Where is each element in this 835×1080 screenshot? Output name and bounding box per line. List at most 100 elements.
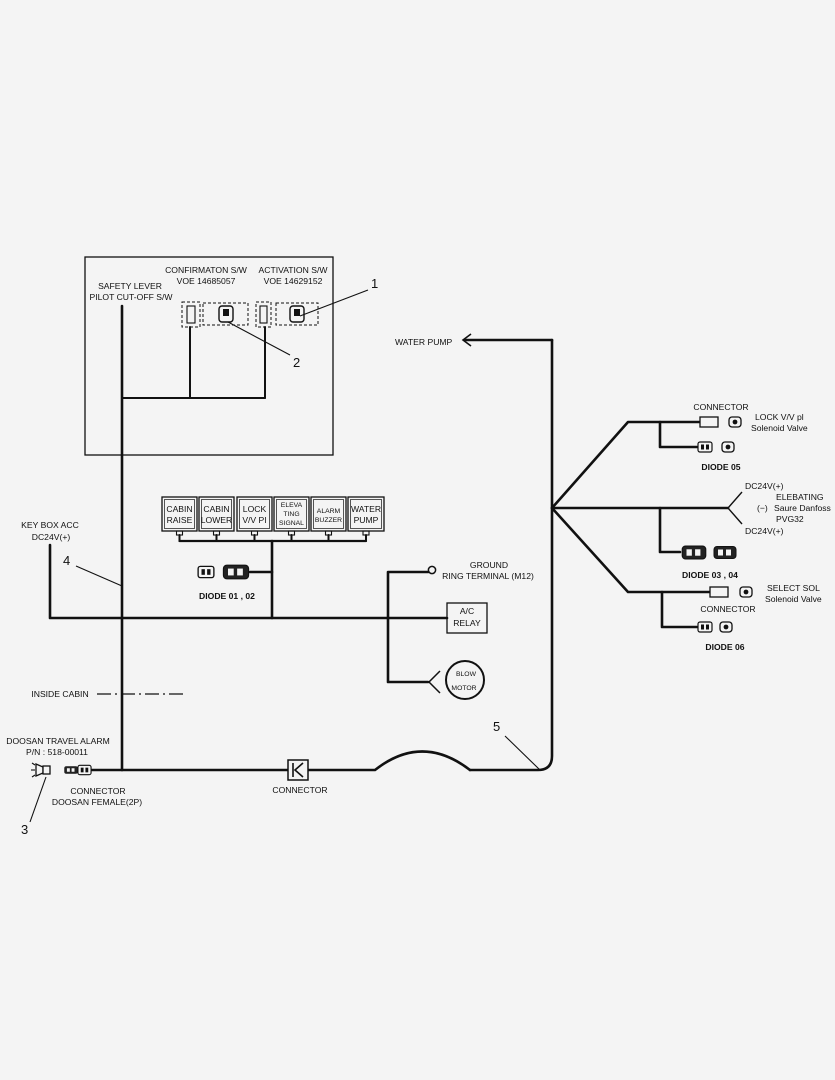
relay-label: WATER (351, 504, 381, 514)
travel-alarm-connector-type: DOOSAN FEMALE(2P) (52, 797, 142, 807)
relay-label: ELEVA (281, 502, 303, 509)
diode-06-icon (719, 621, 733, 633)
diode-01-icon (197, 565, 215, 579)
relay-label: LOCK (243, 504, 267, 514)
diode-03-04-label: DIODE 03 , 04 (682, 570, 738, 580)
elevating-supply-bottom: DC24V(+) (745, 526, 784, 536)
callout-2-leader (227, 321, 291, 356)
relay-label: CABIN (203, 504, 229, 514)
elevating-supply-top: DC24V(+) (745, 481, 784, 491)
diode-06-label: DIODE 06 (705, 642, 744, 652)
activation-switch-part: VOE 14629152 (264, 276, 323, 286)
select-sol-type: Solenoid Valve (765, 594, 822, 604)
elevating-name: ELEBATING (776, 492, 824, 502)
ground-blower-wire (386, 570, 430, 684)
callout-1-leader (299, 289, 369, 317)
callout-4-leader (75, 565, 123, 587)
diode-05-icon (721, 441, 735, 453)
relay-stubs (175, 530, 370, 620)
callout-3: 3 (21, 822, 28, 837)
callout-3-leader (29, 776, 47, 823)
ground-label: GROUND (470, 560, 508, 570)
select-sol-connector-label: CONNECTOR (700, 604, 755, 614)
blow-motor-line2: MOTOR (451, 685, 476, 692)
diode-05-plug-icon (697, 441, 713, 453)
callout-1: 1 (371, 276, 378, 291)
right-vertical-harness (468, 338, 554, 772)
right-harness-branches (550, 420, 743, 629)
travel-alarm-label: DOOSAN TRAVEL ALARM (6, 736, 109, 746)
diode-06-plug-icon (697, 621, 713, 633)
elevating-model: PVG32 (776, 514, 804, 524)
confirmation-switch-label: CONFIRMATON S/W (165, 265, 248, 275)
relay-label: V/V PI (242, 515, 266, 525)
relay-cabin-lower: CABIN LOWER (198, 496, 235, 532)
relay-elevating-signal: ELEVA TING SIGNAL (273, 496, 310, 532)
lock-valve-name: LOCK V/V pl (755, 412, 804, 422)
blow-motor-icon (445, 660, 485, 700)
relay-label: RAISE (167, 515, 193, 525)
relay-label: CABIN (166, 504, 192, 514)
key-box-main-wire (48, 543, 449, 620)
water-pump-label: WATER PUMP (395, 337, 453, 347)
safety-lever-label: SAFETY LEVER (98, 281, 162, 291)
callout-2: 2 (293, 355, 300, 370)
key-box-label: KEY BOX ACC (21, 520, 79, 530)
relay-row: CABIN RAISE CABIN LOWER LOCK V/V PI ELEV… (161, 496, 385, 620)
blow-motor-line1: BLOW (456, 671, 477, 678)
select-sol-valve-icon (739, 586, 753, 598)
lock-valve-type: Solenoid Valve (751, 423, 808, 433)
ac-relay-box (446, 602, 488, 634)
water-pump-connector-icon (461, 333, 472, 347)
relay-alarm-buzzer: ALARM BUZZER (310, 496, 347, 532)
relay-label: BUZZER (315, 517, 342, 524)
travel-alarm-horn-icon (31, 762, 51, 778)
callout-4: 4 (63, 553, 70, 568)
ring-terminal-icon (427, 565, 437, 575)
diode-01-02-label: DIODE 01 , 02 (199, 591, 255, 601)
relay-cabin-raise: CABIN RAISE (161, 496, 198, 532)
harness-connector-icon (287, 759, 309, 781)
travel-alarm-connector-male-icon (64, 766, 78, 774)
lock-valve-connector-label: CONNECTOR (693, 402, 748, 412)
cabin-switch-box (84, 256, 334, 456)
confirmation-switch (181, 301, 249, 328)
activation-switch (255, 301, 319, 328)
blow-motor-connector-icon (427, 670, 441, 694)
confirmation-switch-part: VOE 14685057 (177, 276, 236, 286)
select-sol-connector-icon (709, 586, 729, 598)
relay-water-pump: WATER PUMP (347, 496, 385, 532)
activation-switch-label: ACTIVATION S/W (259, 265, 329, 275)
ring-terminal-label: RING TERMINAL (M12) (442, 571, 534, 581)
elevating-maker: Saure Danfoss (774, 503, 831, 513)
diode-05-label: DIODE 05 (701, 462, 740, 472)
bottom-harness (90, 750, 472, 772)
ac-relay-line2: RELAY (453, 618, 481, 628)
diode-03-icon (681, 545, 707, 560)
diode-04-icon (713, 545, 737, 560)
lock-valve-icon (728, 416, 742, 428)
pilot-cutoff-label: PILOT CUT-OFF S/W (90, 292, 174, 302)
relay-label: PUMP (354, 515, 379, 525)
callout-5: 5 (493, 719, 500, 734)
relay-label: LOWER (201, 515, 233, 525)
travel-alarm-part: P/N : 518-00011 (26, 747, 88, 757)
travel-alarm-connector-label: CONNECTOR (70, 786, 125, 796)
relay-lock-vv: LOCK V/V PI (236, 496, 273, 532)
inside-cabin-label: INSIDE CABIN (31, 689, 88, 699)
relay-label: ALARM (317, 508, 341, 515)
ac-relay-line1: A/C (460, 606, 474, 616)
key-box-supply: DC24V(+) (32, 532, 71, 542)
lock-valve-connector-icon (699, 416, 719, 428)
select-sol-name: SELECT SOL (767, 583, 820, 593)
callout-5-leader (504, 735, 541, 771)
relay-label: SIGNAL (279, 520, 304, 527)
harness-connector-label: CONNECTOR (272, 785, 327, 795)
travel-alarm-connector-female-icon (77, 764, 92, 776)
cabin-box-wiring (121, 326, 266, 399)
diode-02-icon (222, 564, 250, 580)
relay-label: TING (283, 511, 299, 518)
elevating-negative: (−) (757, 503, 768, 513)
